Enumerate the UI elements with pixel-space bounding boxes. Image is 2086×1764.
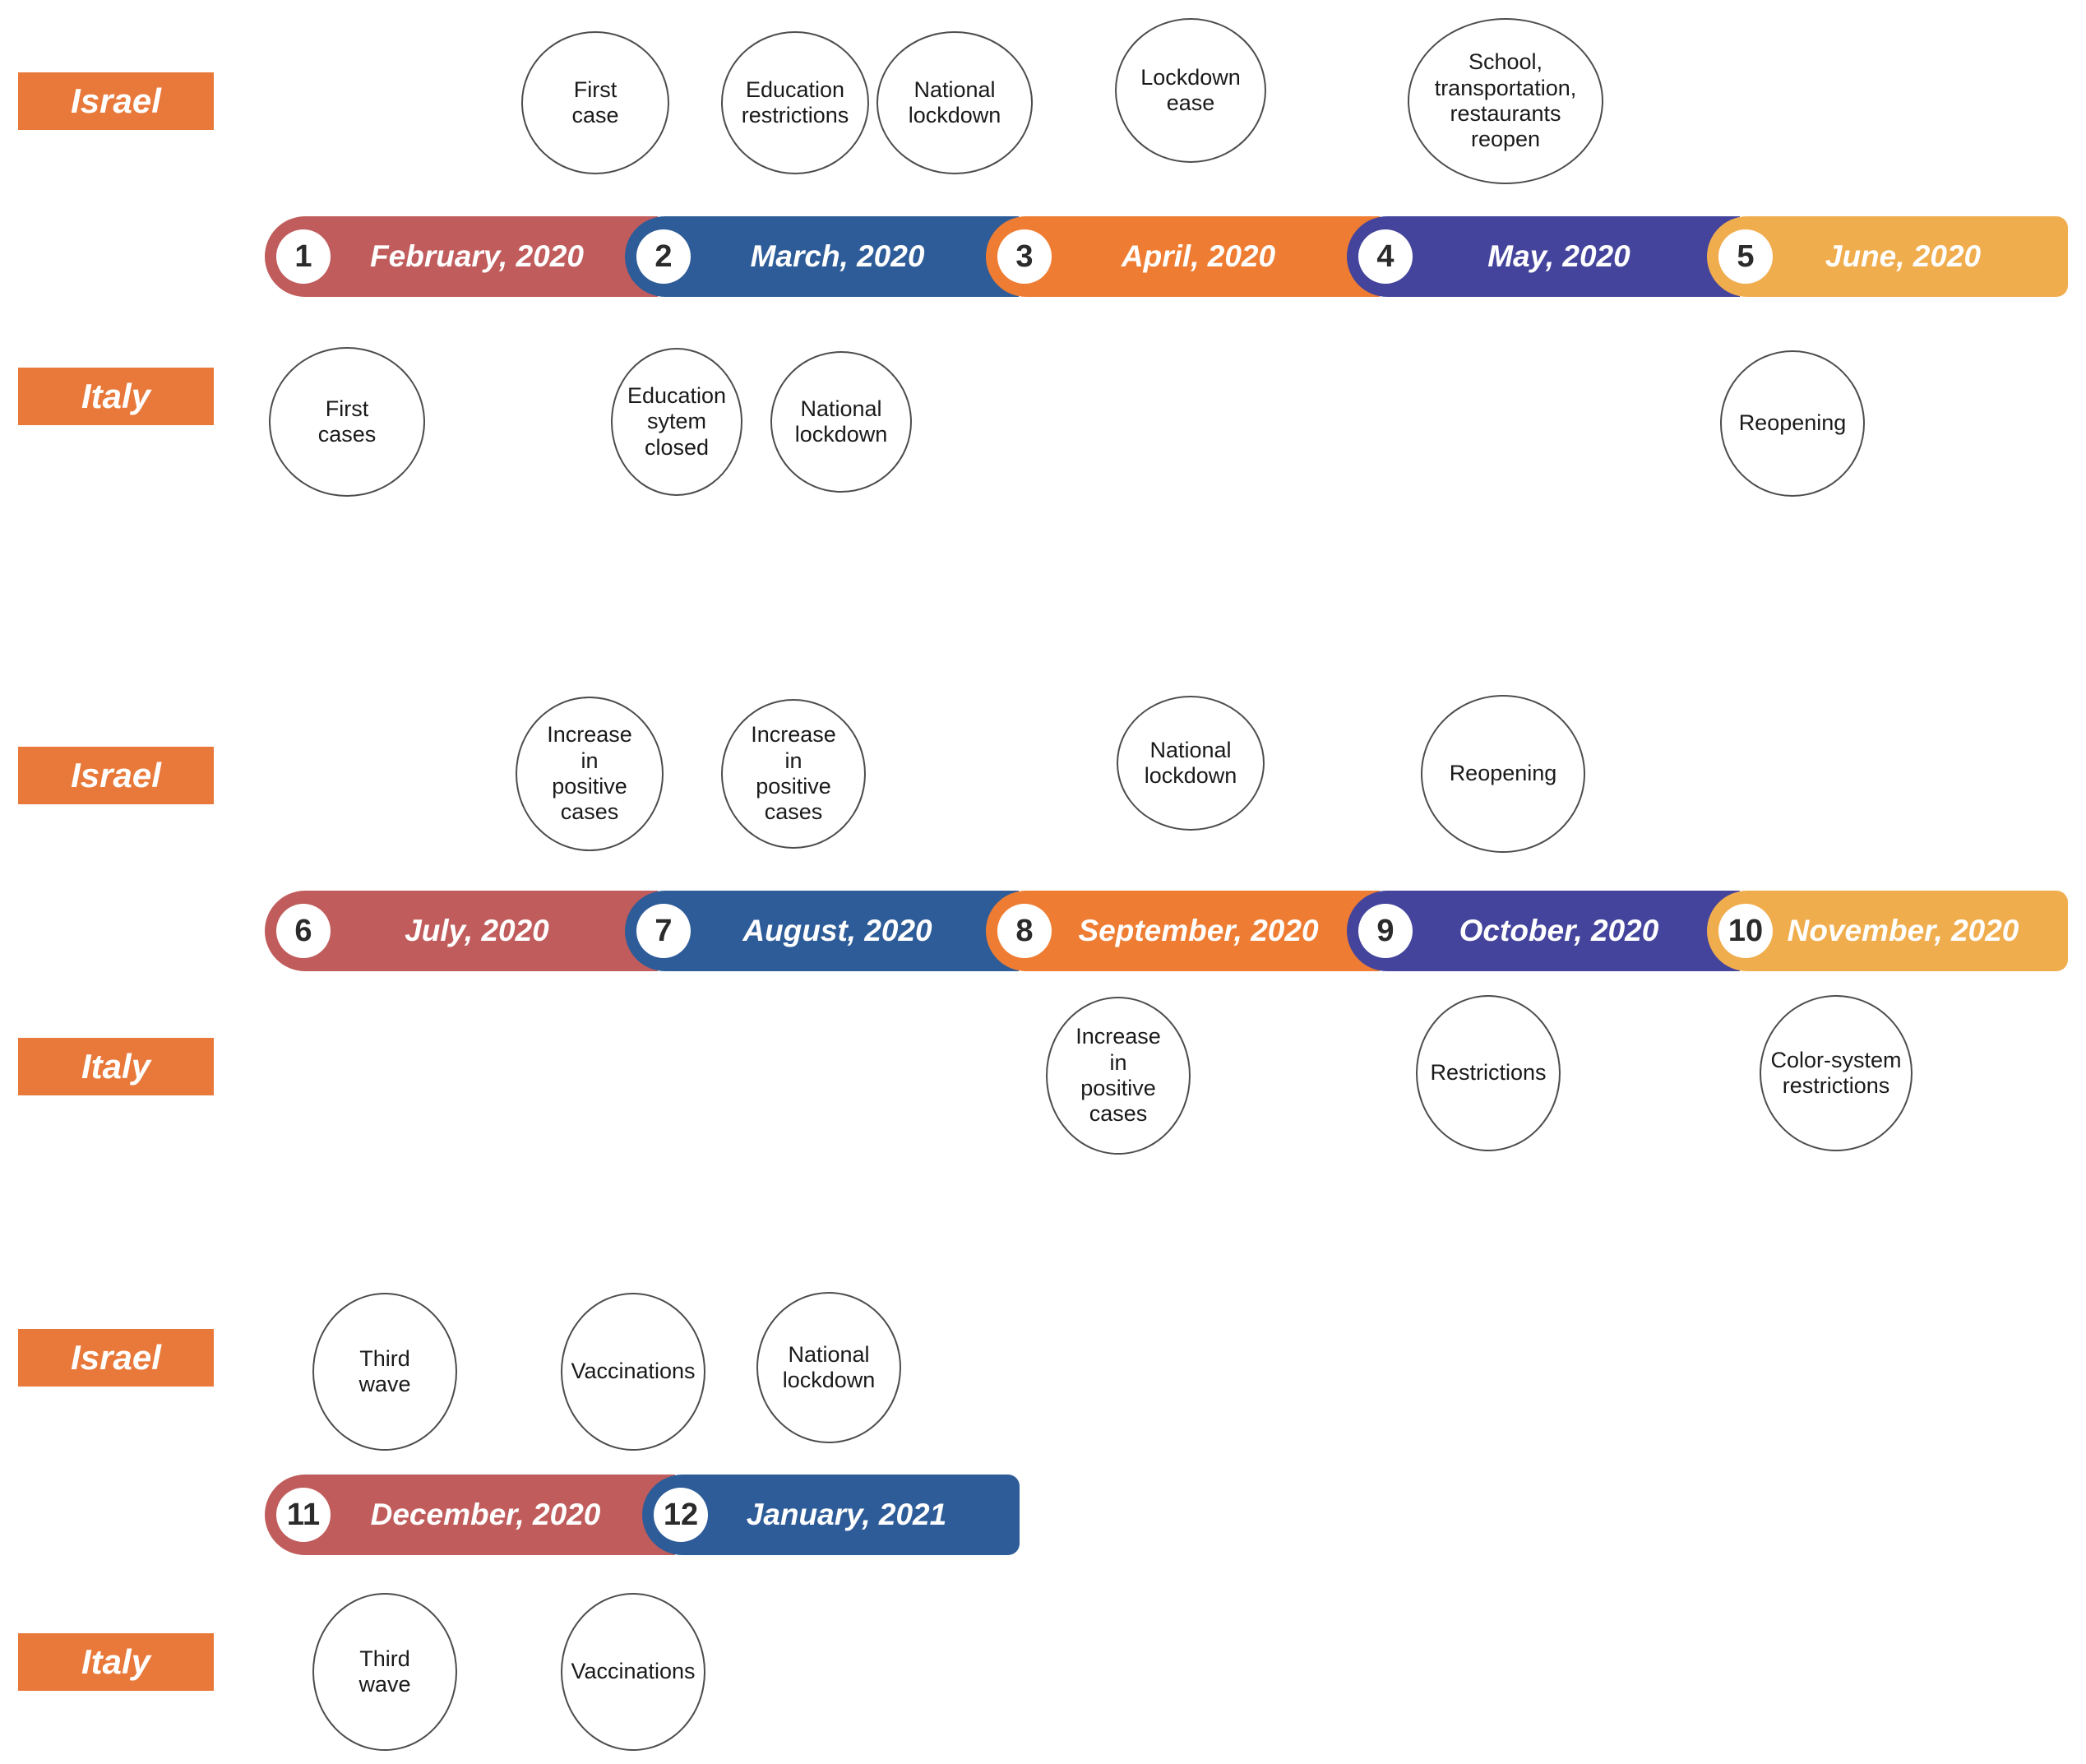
event-israel-national-lockdown-2: National lockdown [1117, 696, 1265, 831]
segment-month-label: August, 2020 [742, 914, 932, 947]
segment-month-label: March, 2020 [750, 239, 925, 273]
timeline-segment-march-2020: 2 March, 2020 [625, 216, 1019, 297]
segment-month-label: July, 2020 [405, 914, 549, 947]
event-italy-first-cases: First cases [269, 347, 425, 497]
event-italy-restrictions: Restrictions [1416, 995, 1561, 1151]
segment-number-badge: 1 [276, 229, 331, 284]
italy-label-row3: Italy [18, 1633, 214, 1691]
event-italy-increase-cases: Increase in positive cases [1046, 997, 1191, 1155]
segment-month-label: February, 2020 [370, 239, 584, 273]
israel-label-row1: Israel [18, 72, 214, 130]
timeline-segment-may-2020: 4 May, 2020 [1347, 216, 1740, 297]
segment-number-badge: 10 [1718, 904, 1773, 958]
segment-month-label: December, 2020 [370, 1498, 601, 1531]
event-italy-vaccinations: Vaccinations [561, 1593, 705, 1751]
event-italy-reopening-1: Reopening [1720, 350, 1865, 497]
segment-month-label: June, 2020 [1825, 239, 1982, 273]
segment-number-badge: 7 [636, 904, 691, 958]
event-israel-increase-cases-2: Increase in positive cases [721, 699, 866, 849]
segment-number-badge: 11 [276, 1488, 331, 1542]
italy-label-row2: Italy [18, 1038, 214, 1095]
timeline-segment-november-2020: 10 November, 2020 [1707, 891, 2068, 971]
event-italy-national-lockdown-1: National lockdown [770, 351, 912, 493]
event-israel-lockdown-ease: Lockdown ease [1115, 18, 1266, 163]
segment-number-badge: 4 [1358, 229, 1413, 284]
segment-number-badge: 12 [654, 1488, 708, 1542]
timeline-segment-june-2020: 5 June, 2020 [1707, 216, 2068, 297]
event-israel-national-lockdown-1: National lockdown [876, 31, 1033, 174]
timeline-segment-july-2020: 6 July, 2020 [265, 891, 658, 971]
segment-number-badge: 5 [1718, 229, 1773, 284]
israel-label-row3: Israel [18, 1329, 214, 1387]
event-italy-third-wave: Third wave [312, 1593, 457, 1751]
segment-month-label: October, 2020 [1459, 914, 1659, 947]
segment-month-label: April, 2020 [1121, 239, 1276, 273]
event-israel-education-restrictions: Education restrictions [721, 31, 869, 174]
israel-label-row2: Israel [18, 747, 214, 804]
event-israel-first-case: First case [521, 31, 669, 174]
timeline-segment-october-2020: 9 October, 2020 [1347, 891, 1740, 971]
segment-number-badge: 2 [636, 229, 691, 284]
event-italy-education-closed: Education sytem closed [611, 348, 742, 496]
event-israel-vaccinations: Vaccinations [561, 1293, 705, 1451]
segment-month-label: January, 2021 [746, 1498, 947, 1531]
event-israel-reopening: Reopening [1421, 695, 1585, 853]
event-italy-color-system: Color-system restrictions [1760, 995, 1913, 1151]
segment-month-label: November, 2020 [1787, 914, 2019, 947]
segment-number-badge: 9 [1358, 904, 1413, 958]
segment-number-badge: 8 [997, 904, 1052, 958]
italy-label-row1: Italy [18, 368, 214, 425]
timeline-segment-august-2020: 7 August, 2020 [625, 891, 1019, 971]
segment-month-label: September, 2020 [1078, 914, 1319, 947]
timeline-segment-february-2020: 1 February, 2020 [265, 216, 658, 297]
event-israel-increase-cases-1: Increase in positive cases [516, 697, 664, 851]
timeline-segment-september-2020: 8 September, 2020 [986, 891, 1380, 971]
event-israel-third-wave: Third wave [312, 1293, 457, 1451]
event-israel-national-lockdown-3: National lockdown [756, 1292, 901, 1443]
timeline-segment-april-2020: 3 April, 2020 [986, 216, 1380, 297]
segment-number-badge: 3 [997, 229, 1052, 284]
event-israel-school-reopen: School, transportation, restaurants reop… [1408, 18, 1603, 184]
timeline-segment-january-2021: 12 January, 2021 [642, 1475, 1020, 1555]
segment-month-label: May, 2020 [1487, 239, 1630, 273]
timeline-segment-december-2020: 11 December, 2020 [265, 1475, 675, 1555]
segment-number-badge: 6 [276, 904, 331, 958]
